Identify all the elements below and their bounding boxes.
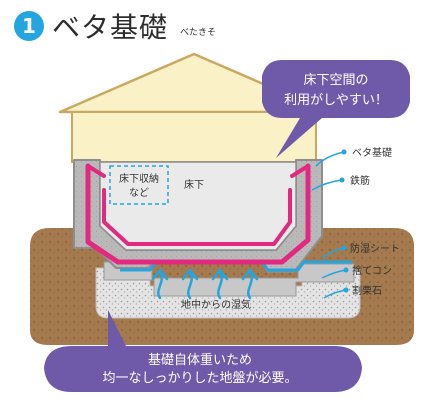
legend-beta-kiso-label: ベタ基礎: [352, 146, 392, 159]
page-title: ベタ基礎: [52, 11, 169, 44]
lean-concrete-layer: [103, 261, 355, 297]
house-illustration: [58, 52, 330, 163]
moisture-sheet-line: [120, 260, 352, 272]
legend-rebar-label: 鉄筋: [350, 174, 370, 187]
moisture-arrow-1: [151, 268, 169, 300]
bottom-bubble-line1: 基礎自体重いため: [148, 352, 252, 368]
moisture-arrow-2: [181, 268, 199, 300]
ground-moisture-label: 地中からの湿気: [181, 298, 251, 311]
rebar-hook-right: [290, 164, 310, 178]
rebar-line: [85, 163, 311, 265]
rebar-line-inner: [102, 188, 292, 246]
top-bubble-line2: 利用がしやすい！: [284, 93, 388, 108]
storage-label-line1: 床下収納: [119, 172, 159, 185]
legend-lean-concrete-label: 捨てコン: [352, 264, 392, 277]
underfloor-label: 床下: [184, 178, 204, 191]
section-number-badge: 1: [14, 11, 44, 41]
page-header: 1 ベタ基礎 べたきそ: [14, 6, 216, 46]
bottom-bubble-line2: 均一なしっかりした地盤が必要。: [102, 371, 297, 386]
moisture-arrow-4: [241, 268, 259, 300]
storage-label-line2: など: [129, 187, 149, 199]
legend-lean-concrete: 捨てコン: [321, 264, 392, 279]
legend-crushed-stone-label: 割栗石: [352, 284, 382, 297]
legend-moisture-sheet: 防湿シート: [321, 242, 400, 259]
legend-crushed-stone: 割栗石: [323, 284, 382, 299]
moisture-arrow-3: [211, 268, 229, 300]
bottom-speech-bubble: 基礎自体重いため 均一なしっかりした地盤が必要。: [44, 310, 362, 392]
title-reading: べたきそ: [180, 27, 217, 38]
top-speech-bubble: 床下空間の 利用がしやすい！: [262, 60, 410, 158]
underfloor-storage-box: [109, 165, 169, 205]
legend-moisture-sheet-label: 防湿シート: [350, 242, 400, 255]
underfloor-space: [99, 161, 297, 251]
top-bubble-line1: 床下空間の: [303, 73, 368, 88]
moisture-arrows: [151, 268, 259, 300]
rebar-hook-left: [86, 164, 106, 178]
legend-rebar: 鉄筋: [311, 174, 370, 191]
legend-beta-kiso: ベタ基礎: [315, 146, 392, 167]
